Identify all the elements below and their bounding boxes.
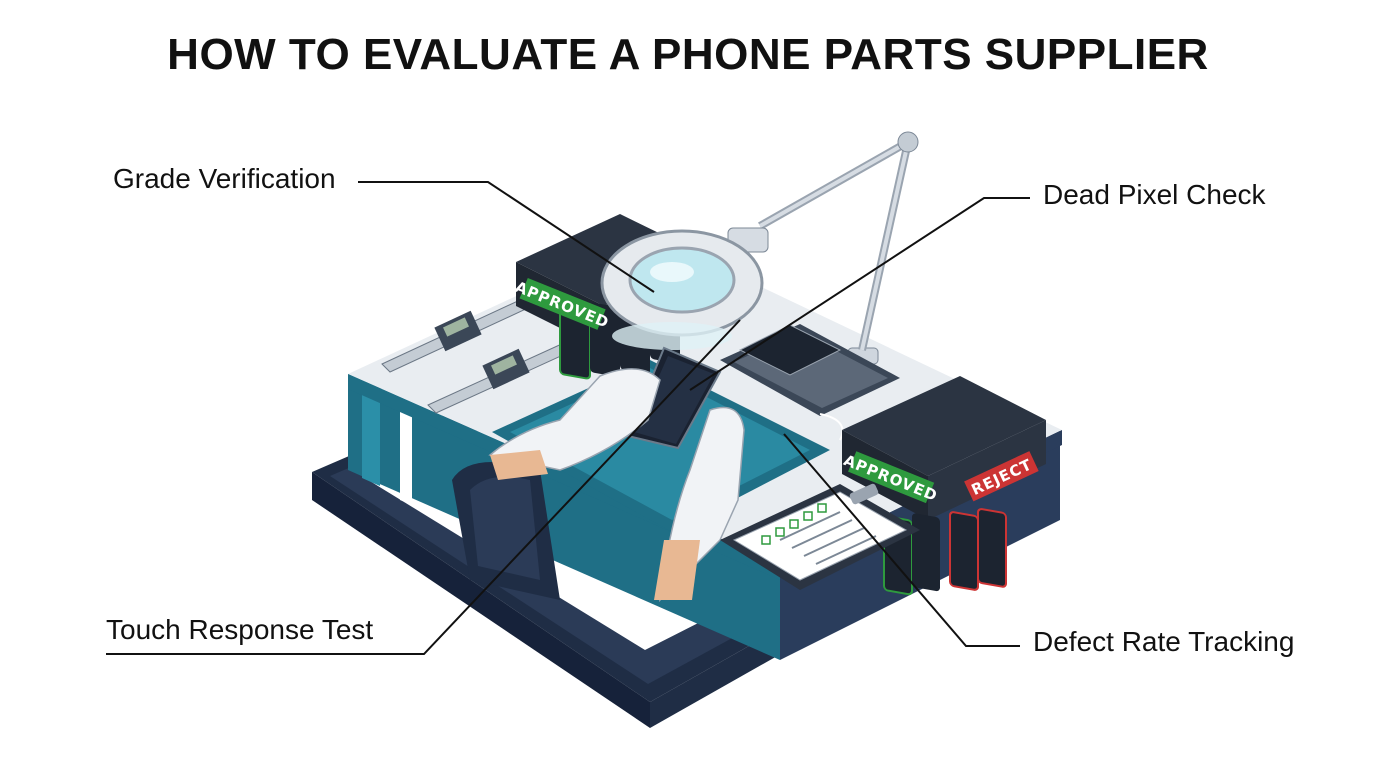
callout-grade-verification: Grade Verification (113, 163, 336, 194)
caliper-1 (381, 299, 529, 373)
callout-touch-response-test: Touch Response Test (106, 614, 374, 645)
page-title: HOW TO EVALUATE A PHONE PARTS SUPPLIER (167, 30, 1209, 79)
magnifier-lamp (600, 131, 919, 365)
leader-grade (358, 181, 655, 293)
sorting-tray-right: APPROVED REJECT (841, 376, 1046, 596)
leader-touch (106, 319, 741, 655)
leader-pixel (689, 197, 1030, 391)
leader-defect (783, 433, 1020, 647)
callout-leader-lines (106, 181, 1030, 655)
arm-rest (452, 462, 560, 600)
gloved-hands (488, 368, 745, 603)
callout-defect-rate-tracking: Defect Rate Tracking (1033, 626, 1295, 657)
testing-pad (720, 324, 900, 441)
callout-dead-pixel-check: Dead Pixel Check (1043, 179, 1266, 210)
checklist-clipboard (720, 483, 920, 590)
